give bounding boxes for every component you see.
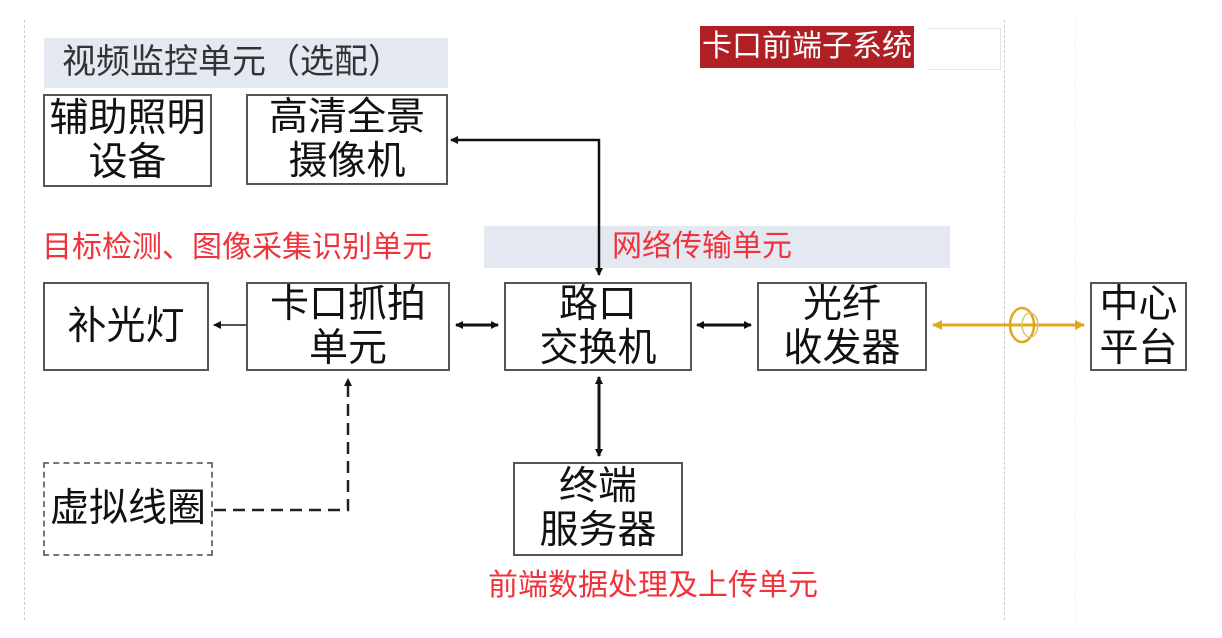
network-unit-label: 网络传输单元 xyxy=(612,229,792,264)
center-platform-line-2: 平台 xyxy=(1099,325,1178,371)
center-platform-line-1: 中心 xyxy=(1099,281,1178,327)
fiber-transceiver-line-1: 光纤 xyxy=(802,281,881,327)
aux-lighting-line-2: 设备 xyxy=(88,139,167,185)
processing-unit-label: 前端数据处理及上传单元 xyxy=(488,568,818,603)
terminal-server-box: 终端 服务器 xyxy=(513,462,683,556)
checkpoint-capture-line-2: 单元 xyxy=(308,325,387,371)
switch-line-2: 交换机 xyxy=(539,325,657,371)
hd-camera-line-1: 高清全景 xyxy=(268,94,425,140)
center-platform-box: 中心 平台 xyxy=(1090,282,1187,371)
checkpoint-capture-line-1: 卡口抓拍 xyxy=(269,281,426,327)
hd-camera-line-2: 摄像机 xyxy=(288,138,406,184)
hd-camera-box: 高清全景 摄像机 xyxy=(246,94,448,185)
fill-light-line-1: 补光灯 xyxy=(67,303,185,349)
fiber-transceiver-line-2: 收发器 xyxy=(783,325,901,371)
camera-switch-connector xyxy=(450,136,603,276)
fiber-coil-icon xyxy=(1008,306,1036,344)
checkpoint-capture-box: 卡口抓拍 单元 xyxy=(246,282,450,371)
fill-light-box: 补光灯 xyxy=(43,282,209,371)
terminal-server-line-2: 服务器 xyxy=(539,508,657,553)
video-unit-band xyxy=(44,38,448,88)
coil-capture-connector xyxy=(214,378,352,512)
subsystem-tag: 卡口前端子系统 xyxy=(700,26,914,68)
fiber-transceiver-box: 光纤 收发器 xyxy=(757,282,927,371)
fiber-coil-inner-icon xyxy=(1021,312,1039,338)
video-unit-label: 视频监控单元（选配） xyxy=(62,42,402,82)
virtual-coil-line-1: 虚拟线圈 xyxy=(49,486,206,531)
terminal-server-line-1: 终端 xyxy=(558,464,637,509)
detection-unit-label: 目标检测、图像采集识别单元 xyxy=(42,230,432,265)
virtual-coil-box: 虚拟线圈 xyxy=(43,462,213,556)
switch-line-1: 路口 xyxy=(558,281,637,327)
subsystem-boundary-left xyxy=(24,20,25,620)
tag-outline xyxy=(928,28,1001,70)
aux-lighting-line-1: 辅助照明 xyxy=(49,95,206,141)
switch-box: 路口 交换机 xyxy=(504,282,692,371)
aux-lighting-box: 辅助照明 设备 xyxy=(43,94,212,187)
